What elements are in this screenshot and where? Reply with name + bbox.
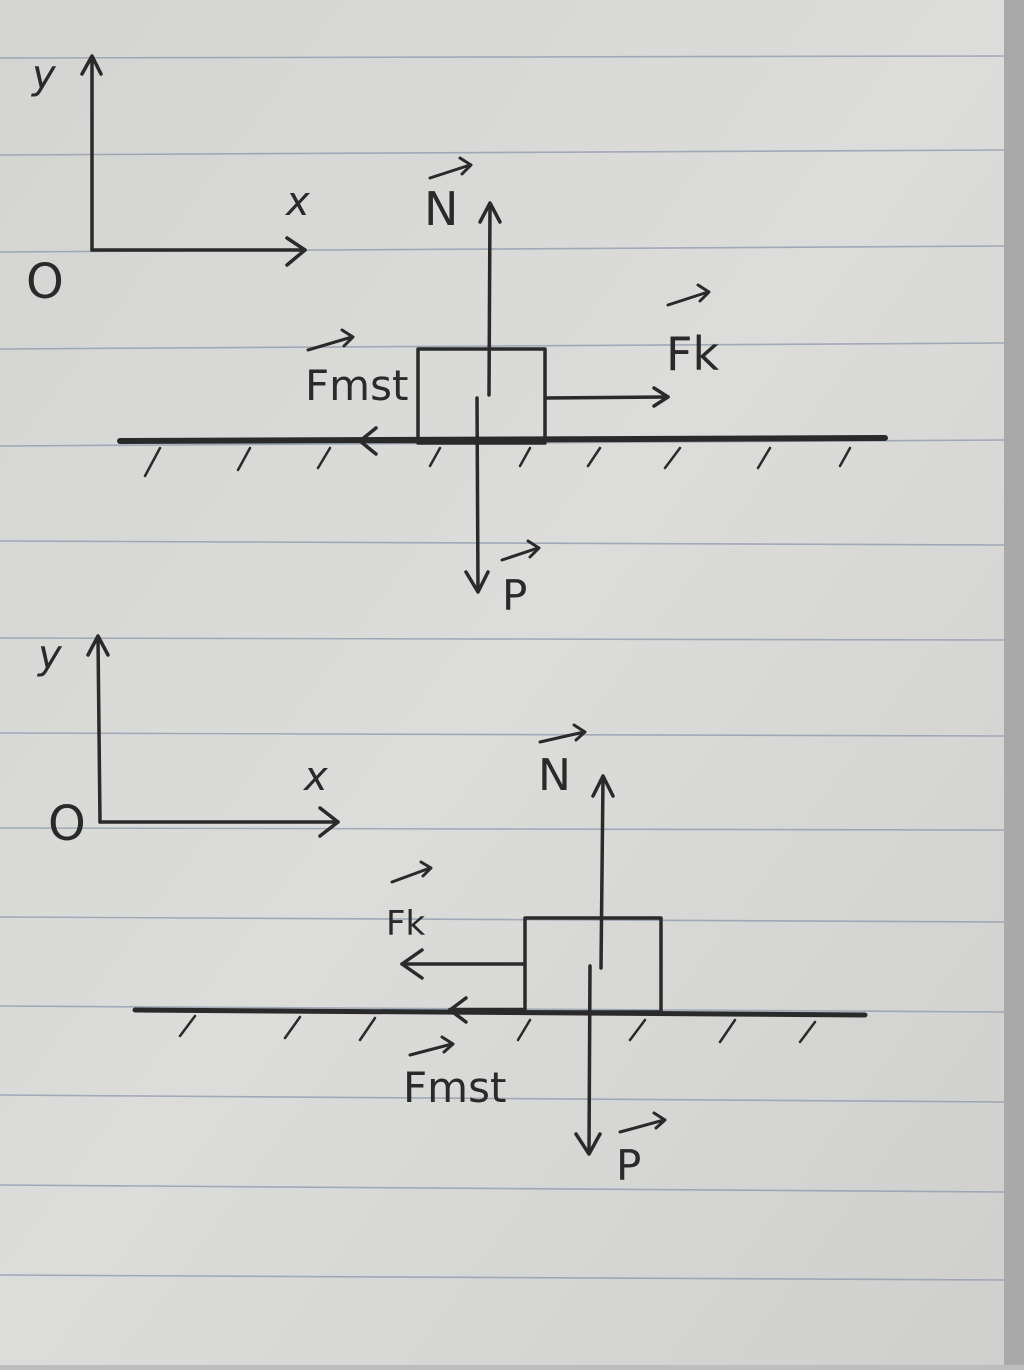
diagram-1: y x O N Fk Fmst <box>26 52 888 620</box>
normal-force-arrow-2 <box>591 774 615 970</box>
applied-force-arrow-1 <box>544 386 670 408</box>
axis-y-label: y <box>31 52 57 98</box>
vector-arrow-mark <box>666 283 711 307</box>
axes-1 <box>80 54 307 267</box>
axis-x-label: x <box>284 179 310 225</box>
origin-label: O <box>48 796 86 852</box>
friction-force-arrow-1 <box>357 426 421 456</box>
weight-arrow-1 <box>464 396 490 594</box>
normal-force-arrow-1 <box>478 201 502 397</box>
friction-force-label: Fmst <box>403 1063 506 1112</box>
vector-arrow-mark <box>618 1111 667 1134</box>
origin-label: O <box>26 254 64 310</box>
page-edge-shadow <box>1004 0 1024 1365</box>
ground-2 <box>132 1007 868 1044</box>
diagram-2: y x O N Fk Fmst <box>37 632 868 1190</box>
vector-arrow-mark <box>306 328 355 352</box>
axes-2 <box>86 634 340 838</box>
normal-force-label: N <box>538 750 571 801</box>
block-1 <box>416 347 547 445</box>
applied-force-label: Fk <box>666 327 719 381</box>
vector-arrow-mark <box>538 723 587 744</box>
applied-force-arrow-2 <box>400 948 526 980</box>
weight-label: P <box>616 1141 641 1190</box>
vector-arrow-mark <box>428 156 473 180</box>
vector-arrow-mark <box>408 1035 455 1057</box>
friction-force-arrow-2 <box>447 996 527 1024</box>
vector-arrow-mark <box>500 539 541 562</box>
weight-label: P <box>502 571 527 620</box>
normal-force-label: N <box>424 182 458 236</box>
paper-sheet <box>0 0 1004 1365</box>
ground-1 <box>117 435 888 478</box>
axis-x-label: x <box>302 754 328 800</box>
axis-y-label: y <box>37 632 63 678</box>
applied-force-label: Fk <box>386 904 426 944</box>
vector-arrow-mark <box>390 860 433 884</box>
friction-force-label: Fmst <box>305 361 408 410</box>
weight-arrow-2 <box>574 964 602 1156</box>
